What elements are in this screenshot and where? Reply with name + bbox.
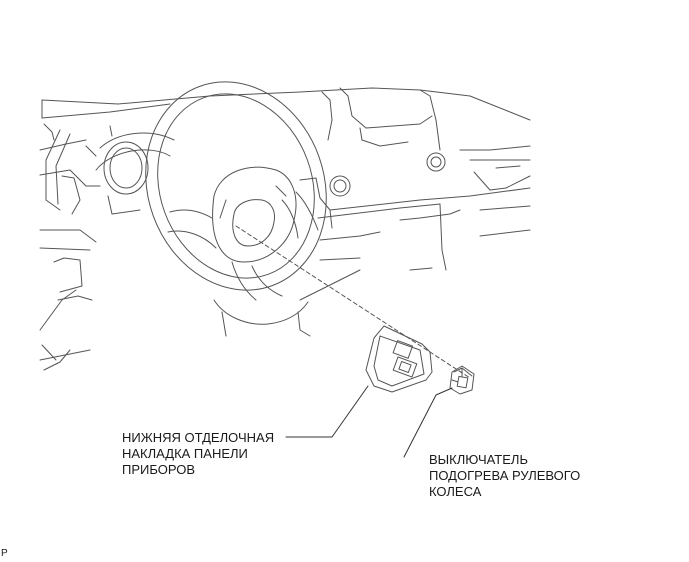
label-switch-line3: КОЛЕСА xyxy=(429,484,482,499)
label-lower-trim-panel: НИЖНЯЯ ОТДЕЛОЧНАЯ НАКЛАДКА ПАНЕЛИ ПРИБОР… xyxy=(122,430,274,478)
leader-line-switch xyxy=(403,387,453,458)
corner-mark: P xyxy=(1,548,8,559)
label-trim-line2: НАКЛАДКА ПАНЕЛИ xyxy=(122,446,248,461)
dashboard-outline xyxy=(39,87,531,371)
heater-switch xyxy=(449,365,475,395)
lower-trim-panel xyxy=(365,325,433,393)
label-trim-line3: ПРИБОРОВ xyxy=(122,462,196,477)
alignment-dashed-line xyxy=(235,225,471,379)
label-trim-line1: НИЖНЯЯ ОТДЕЛОЧНАЯ xyxy=(122,430,275,445)
label-switch-line2: ПОДОГРЕВА РУЛЕВОГО xyxy=(429,468,581,483)
label-switch-line1: ВЫКЛЮЧАТЕЛЬ xyxy=(429,452,528,467)
label-heater-switch: ВЫКЛЮЧАТЕЛЬ ПОДОГРЕВА РУЛЕВОГО КОЛЕСА xyxy=(429,452,580,500)
leader-line-trim xyxy=(285,385,369,438)
steering-wheel xyxy=(145,81,327,337)
